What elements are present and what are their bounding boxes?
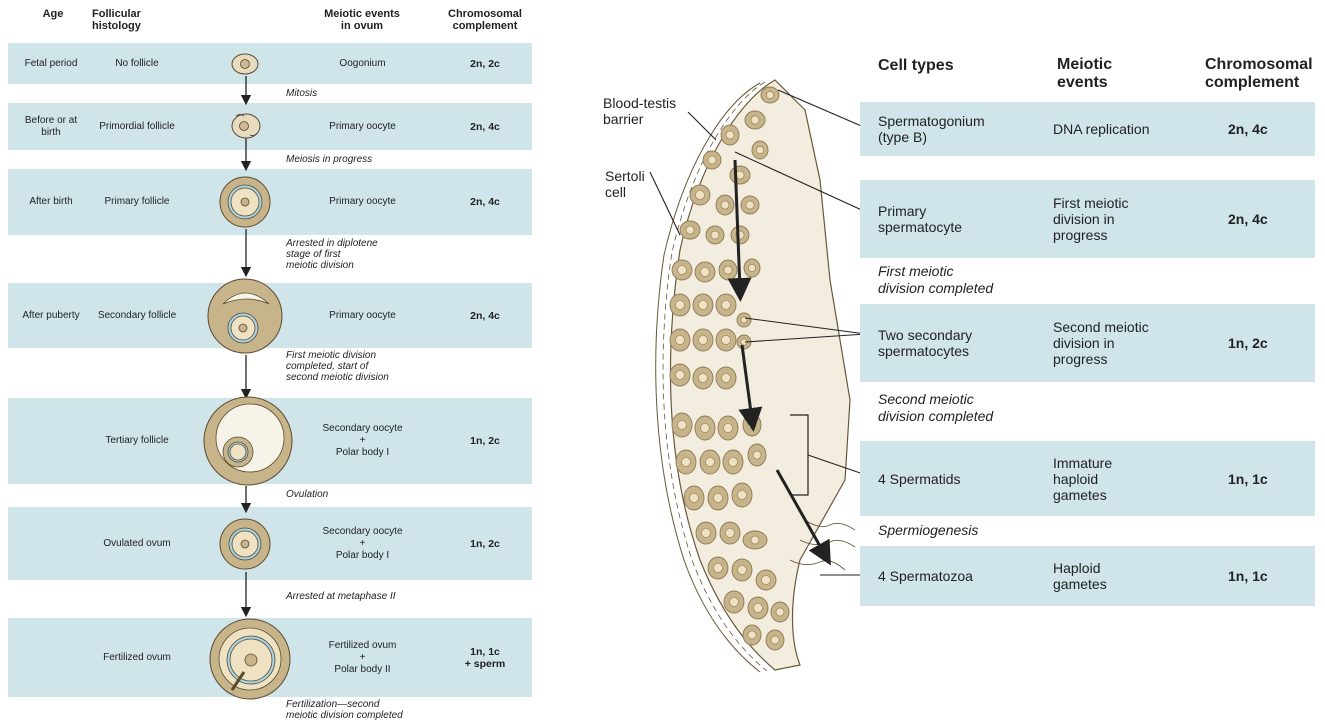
cell-nucleus: [701, 268, 710, 277]
cell-nucleus: [754, 604, 763, 613]
row-cell-type: Primary spermatocyte: [878, 203, 1028, 235]
cell-nucleus: [722, 301, 731, 310]
row-cell-type: 4 Spermatozoa: [878, 568, 1028, 584]
cell-nucleus: [676, 301, 685, 310]
cell-nucleus: [748, 264, 755, 271]
row-chromosomal-complement: 1n, 1c: [1228, 568, 1308, 584]
oogenesis-transition-label: Ovulation: [286, 489, 328, 500]
primary-follicle-icon: [220, 177, 270, 227]
seminiferous-tubule-illustration: [650, 80, 866, 672]
cell-nucleus: [711, 231, 719, 239]
cell-nucleus: [766, 91, 773, 98]
row-meiotic-event: Haploid gametes: [1053, 560, 1183, 592]
spermatogenesis-transition-label: First meiotic division completed: [878, 263, 993, 297]
row-chromosomal-complement: 2n, 4c: [1228, 121, 1308, 137]
cell-nucleus: [724, 424, 733, 433]
cell-nucleus: [676, 371, 685, 380]
cell-nucleus: [706, 458, 715, 467]
cell-nucleus: [746, 201, 754, 209]
oogenesis-transition-label: Meiosis in progress: [286, 154, 372, 165]
cell-nucleus: [776, 608, 784, 616]
row-chromosomal-complement: 2n, 4c: [1228, 211, 1308, 227]
cell-nucleus: [699, 374, 708, 383]
row-cell-type: Two secondary spermatocytes: [878, 327, 1028, 359]
cell-nucleus: [729, 458, 738, 467]
oogenesis-transition-label: Arrested at metaphase II: [286, 591, 396, 602]
oogenesis-transition-label: Fertilization—second meiotic division co…: [286, 699, 403, 721]
cell-nucleus: [751, 536, 759, 544]
header-chromosomal: Chromosomal complement: [1205, 56, 1315, 92]
cell-nucleus: [748, 421, 756, 429]
cell-nucleus: [726, 131, 734, 139]
oogonium-icon: [232, 54, 258, 74]
oogenesis-transition-label: Mitosis: [286, 88, 317, 99]
cell-nucleus: [678, 421, 687, 430]
cell-nucleus: [678, 266, 687, 275]
cell-nucleus: [686, 226, 694, 234]
row-meiotic-event: DNA replication: [1053, 121, 1183, 137]
row-cell-type: Spermatogonium (type B): [878, 113, 1028, 145]
cell-nucleus: [738, 491, 747, 500]
row-chromosomal-complement: 1n, 1c: [1228, 471, 1308, 487]
cell-nucleus: [722, 374, 731, 383]
cell-nucleus: [721, 201, 729, 209]
row-chromosomal-complement: 1n, 2c: [1228, 335, 1308, 351]
cell-nucleus: [771, 636, 779, 644]
fertilized-ovum-icon: [210, 619, 290, 699]
cell-nucleus: [753, 451, 761, 459]
cell-nucleus: [726, 529, 735, 538]
row-cell-type: 4 Spermatids: [878, 471, 1028, 487]
row-meiotic-event: Second meiotic division in progress: [1053, 319, 1183, 367]
oogenesis-transition-label: Arrested in diplotene stage of first mei…: [286, 238, 378, 271]
cell-nucleus: [690, 494, 699, 503]
header-cell-types: Cell types: [878, 57, 954, 75]
tertiary-follicle-icon: [204, 397, 292, 485]
header-meiotic-events: Meiotic events: [1057, 56, 1147, 92]
cell-nucleus: [682, 458, 691, 467]
cell-nucleus: [708, 156, 716, 164]
label-blood-testis-barrier: Blood-testis barrier: [603, 95, 676, 127]
label-sertoli-cell: Sertoli cell: [605, 168, 645, 200]
ovulated-ovum-icon: [220, 519, 270, 569]
row-meiotic-event: First meiotic division in progress: [1053, 195, 1183, 243]
spermatogenesis-transition-label: Spermiogenesis: [878, 522, 978, 539]
cell-nucleus: [714, 494, 723, 503]
primordial-follicle-icon: [232, 114, 260, 138]
secondary-follicle-icon: [208, 279, 282, 353]
cell-nucleus: [701, 424, 710, 433]
oogenesis-transition-label: First meiotic division completed, start …: [286, 350, 389, 383]
cell-nucleus: [699, 336, 708, 345]
cell-nucleus: [730, 598, 739, 607]
cell-nucleus: [676, 336, 685, 345]
cell-nucleus: [696, 191, 705, 200]
cell-nucleus: [722, 336, 731, 345]
cell-nucleus: [756, 146, 763, 153]
cell-nucleus: [748, 631, 756, 639]
cell-nucleus: [762, 576, 771, 585]
row-meiotic-event: Immature haploid gametes: [1053, 455, 1183, 503]
cell-nucleus: [724, 266, 732, 274]
cell-nucleus: [738, 566, 747, 575]
cell-nucleus: [702, 529, 711, 538]
cell-nucleus: [714, 564, 723, 573]
spermatogenesis-transition-label: Second meiotic division completed: [878, 391, 993, 425]
cell-nucleus: [699, 301, 708, 310]
cell-nucleus: [751, 116, 759, 124]
